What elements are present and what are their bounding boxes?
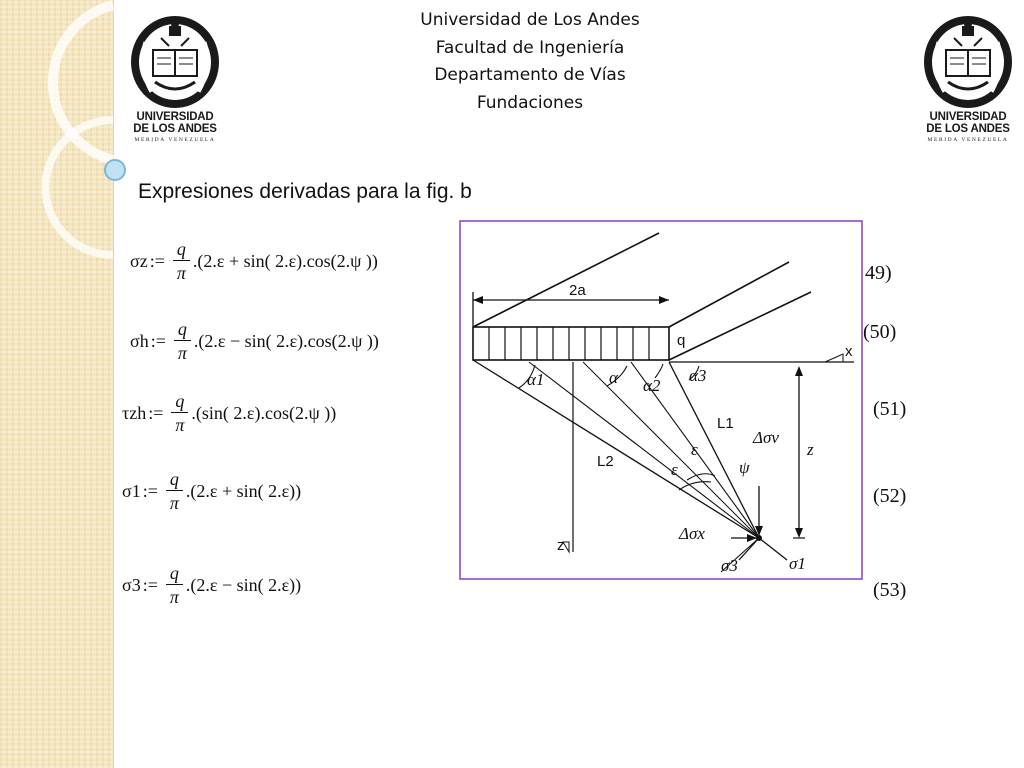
figure-label-l1: L1	[717, 415, 734, 432]
fraction: q π	[172, 238, 190, 285]
logo-text-line1: UNIVERSIDAD	[136, 111, 214, 123]
formula-assign: :=	[149, 250, 165, 271]
decorative-side-strip	[0, 0, 114, 768]
section-title: Expresiones derivadas para la fig. b	[138, 180, 472, 203]
formula-tau-zh: τzh := q π .(sin( 2.ε).cos(2.ψ ))	[122, 385, 336, 441]
decorative-circles	[41, 0, 126, 259]
university-logo-right: UNIVERSIDAD DE LOS ANDES MERIDA VENEZUEL…	[918, 12, 1018, 152]
fraction-denominator: π	[169, 492, 179, 513]
logo-text-line1: UNIVERSIDAD	[929, 111, 1007, 123]
figure-label-depth: z	[807, 440, 814, 459]
logo-text-line2: DE LOS ANDES	[133, 123, 217, 135]
university-seal-icon	[924, 16, 1012, 108]
fraction: q π	[165, 562, 183, 609]
formula-lhs: σh	[130, 330, 149, 351]
figure-label-delta-sigma-x: Δσx	[679, 524, 705, 543]
blue-dot-icon	[104, 159, 126, 181]
figure-label-alpha3: α3	[689, 366, 707, 385]
figure-label-alpha1: α1	[527, 370, 545, 389]
figure-label-delta-sigma-v: Δσv	[753, 428, 779, 447]
strip-load-diagram	[459, 220, 863, 580]
figure-label-psi: ψ	[739, 458, 750, 477]
fraction-numerator: q	[165, 468, 183, 491]
formula-body: .(2.ε + sin( 2.ε))	[185, 480, 302, 501]
logo-text-line2: DE LOS ANDES	[926, 123, 1010, 135]
figure-label-load: q	[677, 332, 686, 349]
figure-label-epsilon-upper: ε	[691, 440, 698, 459]
figure-label-alpha2: α2	[643, 376, 661, 395]
formula-lhs: σz	[130, 250, 148, 271]
figure-label-x-axis: x	[845, 343, 853, 360]
fraction-denominator: π	[177, 342, 187, 363]
fraction-numerator: q	[173, 318, 191, 341]
header-faculty: Facultad de Ingeniería	[435, 37, 625, 58]
formula-assign: :=	[148, 402, 164, 423]
formula-body: .(2.ε + sin( 2.ε).cos(2.ψ ))	[192, 250, 378, 271]
fraction: q π	[173, 318, 191, 365]
formula-assign: :=	[142, 574, 158, 595]
formula-body: .(2.ε − sin( 2.ε).cos(2.ψ ))	[193, 330, 379, 351]
formula-assign: :=	[142, 480, 158, 501]
equation-number: (51)	[873, 398, 907, 420]
fraction: q π	[165, 468, 183, 515]
formula-lhs: σ1	[122, 480, 141, 501]
strip-load-figure: 2a q x z z α1 α α2 α3 L1 L2 ε ε ψ Δσv Δσ…	[459, 220, 863, 580]
fraction-denominator: π	[176, 262, 186, 283]
header-university: Universidad de Los Andes	[420, 10, 640, 30]
figure-label-epsilon-lower: ε	[671, 460, 678, 479]
fraction-numerator: q	[165, 562, 183, 585]
formula-sigma-1: σ1 := q π .(2.ε + sin( 2.ε))	[122, 463, 301, 519]
formula-body: .(sin( 2.ε).cos(2.ψ ))	[191, 402, 337, 423]
equation-number: 49)	[865, 262, 892, 284]
formula-sigma-z: σz := q π .(2.ε + sin( 2.ε).cos(2.ψ ))	[130, 233, 378, 289]
fraction-numerator: q	[171, 390, 189, 413]
formula-assign: :=	[150, 330, 166, 351]
logo-text-line3: MERIDA VENEZUELA	[927, 137, 1009, 143]
formula-body: .(2.ε − sin( 2.ε))	[185, 574, 302, 595]
formula-lhs: σ3	[122, 574, 141, 595]
figure-label-z-axis: z	[557, 537, 565, 554]
logo-text-line3: MERIDA VENEZUELA	[134, 137, 216, 143]
equation-number: (52)	[873, 485, 907, 507]
header-department: Departamento de Vías	[434, 65, 626, 85]
fraction-denominator: π	[175, 414, 185, 435]
fraction-numerator: q	[172, 238, 190, 261]
formula-sigma-3: σ3 := q π .(2.ε − sin( 2.ε))	[122, 557, 301, 613]
formula-lhs: τzh	[122, 402, 147, 423]
university-logo-left: UNIVERSIDAD DE LOS ANDES MERIDA VENEZUEL…	[125, 12, 225, 152]
fraction-denominator: π	[169, 586, 179, 607]
fraction: q π	[171, 390, 189, 437]
figure-label-alpha: α	[609, 368, 618, 387]
figure-label-width: 2a	[569, 282, 586, 299]
figure-label-sigma1: σ1	[789, 554, 806, 573]
equation-number: (50)	[863, 321, 897, 343]
figure-border	[459, 220, 863, 580]
formula-sigma-h: σh := q π .(2.ε − sin( 2.ε).cos(2.ψ ))	[130, 313, 379, 369]
university-seal-icon	[131, 16, 219, 108]
header-course: Fundaciones	[476, 92, 584, 113]
figure-label-sigma3: σ3	[721, 556, 738, 575]
equation-number: (53)	[873, 579, 907, 601]
figure-label-l2: L2	[597, 453, 614, 470]
slide-header: Universidad de Los Andes Facultad de Ing…	[380, 7, 680, 117]
